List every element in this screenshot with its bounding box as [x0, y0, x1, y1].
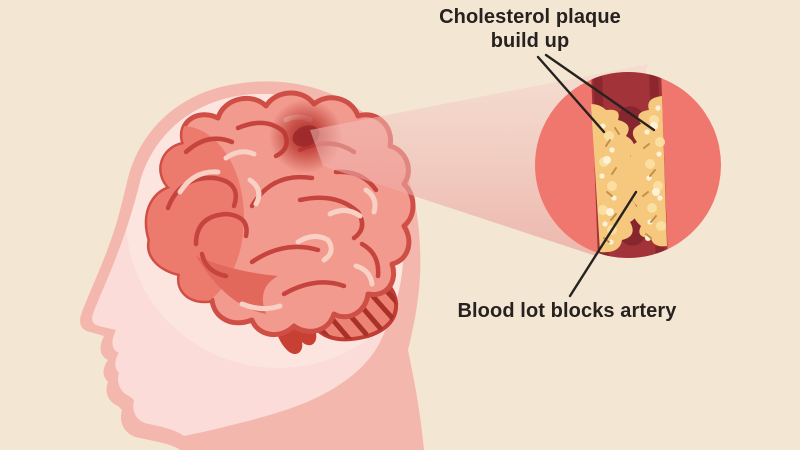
pointer-line-plaque-left — [536, 55, 606, 134]
pointer-line-plaque-right — [544, 53, 656, 132]
label-blood-clot: Blood lot blocks artery — [457, 300, 677, 322]
label-cholesterol-plaque: Cholesterol plaque build up — [420, 6, 640, 53]
artery-inset — [535, 72, 721, 258]
pointer-lines — [536, 53, 656, 298]
plaque-right — [629, 96, 667, 247]
pointer-line-clot — [568, 190, 638, 298]
label-cholesterol-line1: Cholesterol plaque — [439, 6, 621, 28]
plaque-texture — [598, 105, 666, 245]
label-cholesterol-line2: build up — [490, 29, 570, 52]
plaque-left — [591, 104, 639, 253]
